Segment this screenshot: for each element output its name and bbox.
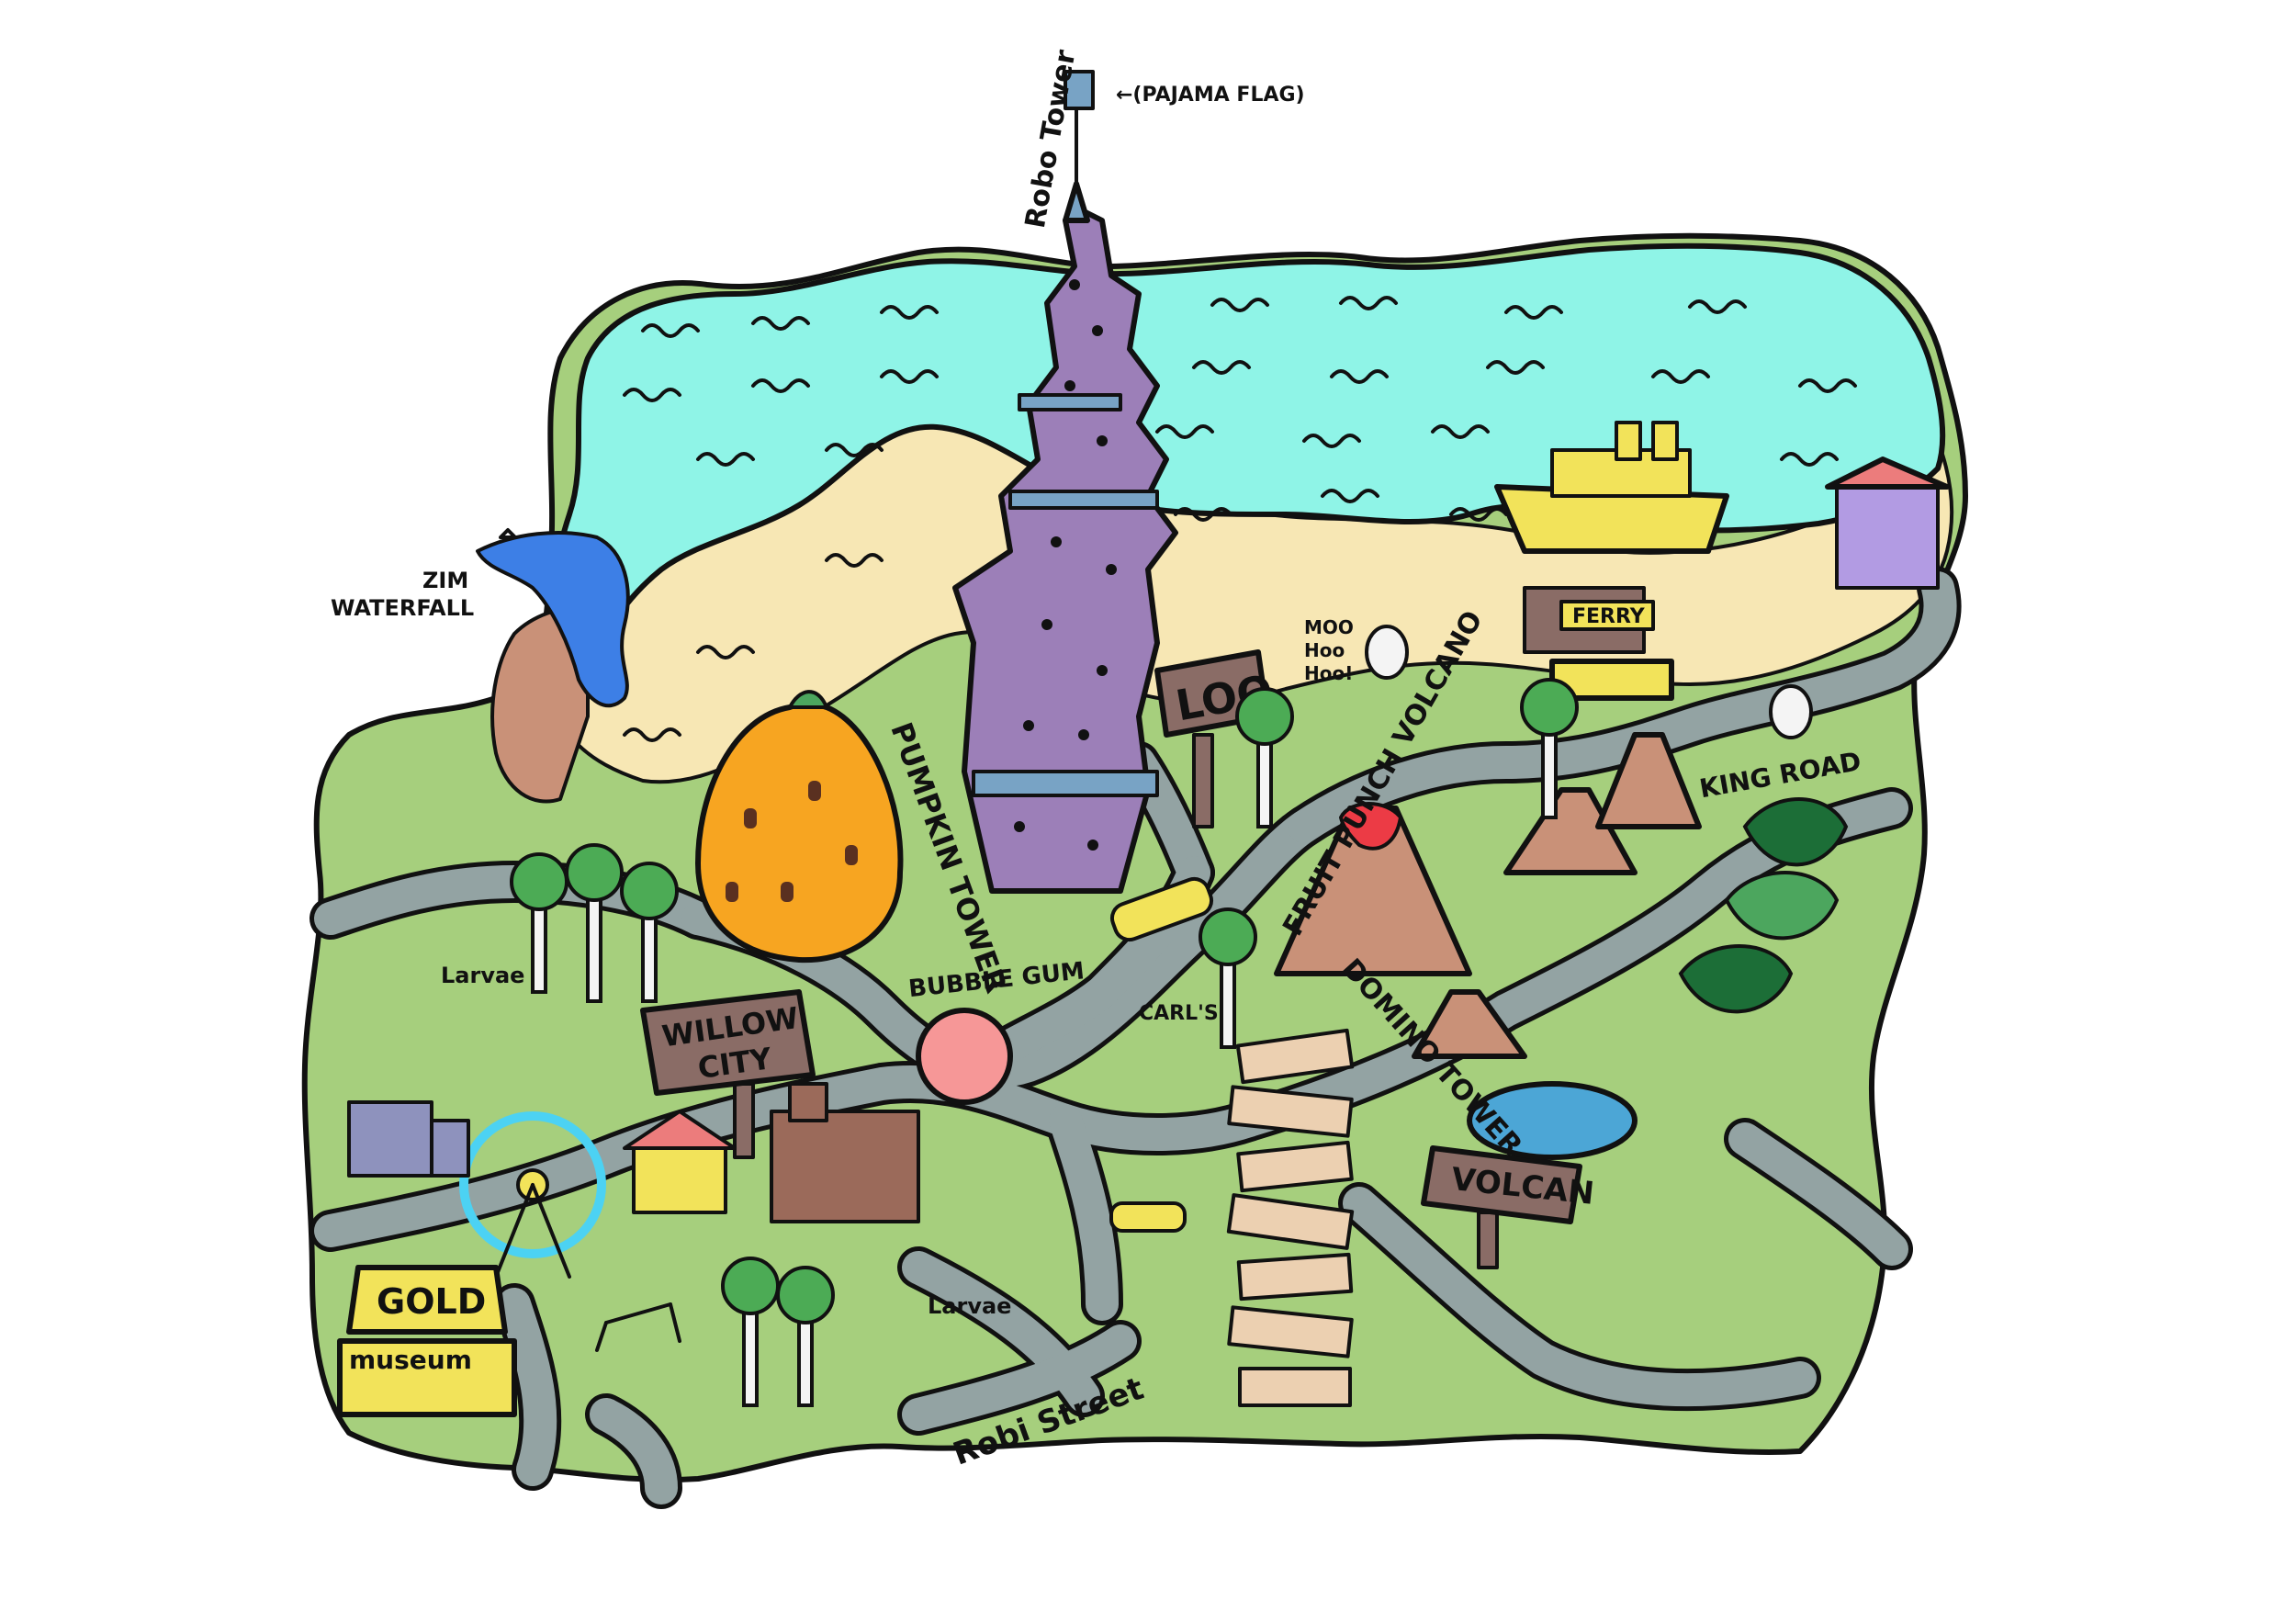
moo-label-1: MOO <box>1304 616 1354 638</box>
larvae-top-label: Larvae <box>441 963 524 988</box>
museum-label: museum <box>349 1345 472 1375</box>
moo-label-3: Hoo! <box>1304 662 1353 684</box>
pond-icon[interactable] <box>1467 1081 1638 1160</box>
domino-tower-icon[interactable] <box>1226 1028 1355 1407</box>
robo-tower-icon[interactable] <box>952 70 1178 894</box>
pumpkin-tower-icon[interactable] <box>695 690 904 964</box>
city-skyline-icon[interactable] <box>347 1100 470 1178</box>
carls-label: CARL'S <box>1139 1002 1219 1025</box>
ferry-label: FERRY <box>1572 605 1646 628</box>
water-waves <box>623 296 1857 742</box>
gold-label: GOLD <box>377 1281 486 1322</box>
castle-icon[interactable] <box>770 1082 920 1223</box>
zim-label: ZIM <box>422 568 468 593</box>
cow-icon[interactable] <box>1365 625 1813 739</box>
pajama-flag-label: ←(PAJAMA FLAG) <box>1116 84 1305 107</box>
lake-water <box>545 242 1946 719</box>
swing-set-icon[interactable] <box>595 1302 681 1352</box>
ferry-ship-icon[interactable] <box>1494 421 1729 554</box>
volcan-sign-icon[interactable]: VOLCAN <box>1421 1145 1596 1269</box>
gold-museum-icon[interactable]: GOLD museum <box>337 1265 517 1417</box>
bubble-gum-icon[interactable] <box>916 1008 1013 1105</box>
moo-label-2: Hoo <box>1304 639 1345 661</box>
larvae-bottom-label: Larvae <box>928 1293 1011 1319</box>
willow-city-sign-icon[interactable]: WILLOW CITY <box>640 989 816 1159</box>
carousel-icon[interactable] <box>623 1110 737 1214</box>
taxi-icon[interactable] <box>1108 874 1215 1233</box>
palm-tree-icon <box>1678 797 1849 1014</box>
ferry-house-icon[interactable]: FERRY <box>1523 586 1674 701</box>
volcano-icon[interactable] <box>1274 732 1702 1059</box>
waterfall-label: WATERFALL <box>331 595 474 621</box>
birch-tree-icon <box>510 678 1579 1407</box>
ferris-wheel-icon[interactable] <box>459 1111 606 1279</box>
waterfall-icon[interactable] <box>476 528 630 804</box>
striped-house-icon[interactable] <box>1825 456 1950 590</box>
